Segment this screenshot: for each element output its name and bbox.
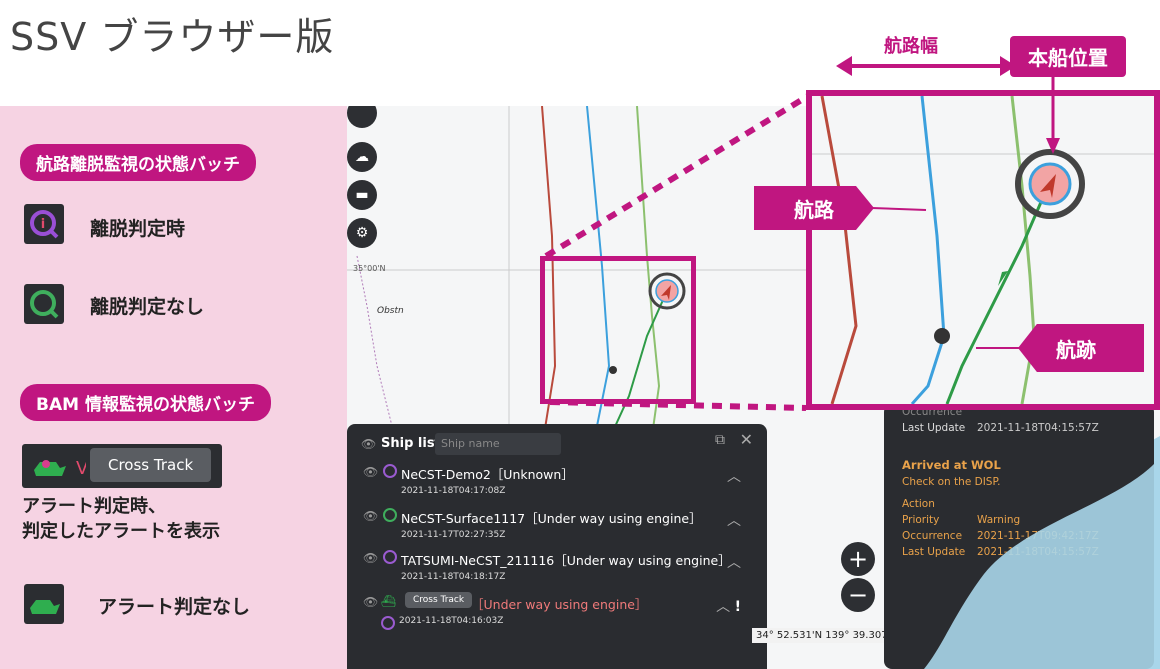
priority-label: Priority <box>902 514 940 526</box>
route-deviation-badge-label: 航路離脱監視の状態バッチ <box>20 144 256 181</box>
alert-detected-line2: 判定したアラートを表示 <box>22 521 220 542</box>
deviation-detected-icon: i <box>24 204 64 244</box>
popout-icon[interactable]: ⧉ <box>715 432 725 448</box>
alert-title: Arrived at WOL <box>902 458 1001 472</box>
coordinate-readout: 34° 52.531'N 139° 39.307'E <box>752 628 901 643</box>
zoom-source-frame <box>540 256 696 404</box>
route-width-label: 航路幅 <box>884 36 938 57</box>
track-pointer <box>976 347 1020 349</box>
svg-text:V: V <box>76 458 86 479</box>
ship-name: TATSUMI-NeCST_211116［Under way using eng… <box>401 553 731 568</box>
zoom-in-button[interactable]: + <box>841 542 875 576</box>
route-pointer <box>872 207 927 211</box>
weather-button[interactable]: ☁ <box>347 142 377 172</box>
no-deviation-label: 離脱判定なし <box>90 296 205 318</box>
deviation-search-icon <box>381 616 395 630</box>
no-deviation-search-icon <box>383 508 397 522</box>
ship-search-input[interactable]: Ship name <box>435 433 561 455</box>
route-callout: 航路 <box>754 186 874 230</box>
deviation-detected-label: 離脱判定時 <box>90 218 186 240</box>
eye-icon[interactable]: 👁 <box>363 551 379 565</box>
cross-track-tooltip: Cross Track <box>405 592 473 608</box>
ship-time: 2021-11-18T04:17:08Z <box>401 486 506 496</box>
list-item[interactable]: 👁 NeCST-Demo2［Unknown］ 2021-11-18T04:17:… <box>359 464 759 504</box>
deviation-search-icon <box>383 464 397 478</box>
no-alert-ship-icon <box>24 584 64 624</box>
track-callout: 航跡 <box>1018 324 1144 372</box>
chevron-up-icon[interactable]: ︿ <box>727 513 741 529</box>
last-update-value: 2021-11-18T04:15:57Z <box>977 422 1099 434</box>
alert-message: Check on the DISP. <box>902 476 1001 488</box>
last-update-label: Last Update <box>902 422 966 434</box>
ship-name: NeCST-Surface1117［Under way using engine… <box>401 511 702 526</box>
action-label: Action <box>902 498 935 510</box>
own-ship-position-callout: 本船位置 <box>1010 36 1126 77</box>
deviation-search-icon <box>383 550 397 564</box>
eye-icon[interactable]: 👁 <box>363 595 379 609</box>
no-alert-label: アラート判定なし <box>98 596 251 618</box>
alert-detail-panel: Occurrence Last Update 2021-11-18T04:15:… <box>884 404 1154 669</box>
last-update-label: Last Update <box>902 546 966 558</box>
zoom-out-button[interactable]: − <box>841 578 875 612</box>
eye-icon[interactable]: 👁 <box>363 465 379 479</box>
ship-list-panel: 👁 Ship list Ship name ⧉ ✕ 👁 NeCST-Demo2［… <box>347 424 767 669</box>
list-item[interactable]: 👁 NeCST-Surface1117［Under way using engi… <box>359 508 759 548</box>
eye-icon[interactable]: 👁 <box>363 509 379 523</box>
eye-icon[interactable]: 👁 <box>361 437 377 451</box>
obstn-label: Obstn <box>377 306 404 316</box>
page-title: SSV ブラウザー版 <box>10 15 335 59</box>
route-width-arrow <box>836 56 1016 76</box>
zoom-connector <box>544 93 810 411</box>
no-deviation-icon <box>24 284 64 324</box>
settings-button[interactable]: ⚙ <box>347 218 377 248</box>
chevron-up-icon[interactable]: ︿ <box>727 555 741 571</box>
grid-label: 35°00'N <box>353 264 386 273</box>
bam-badge-label: BAM 情報監視の状態バッチ <box>20 384 271 421</box>
ship-name: ［Under way using engine］ <box>471 597 648 612</box>
chevron-up-icon[interactable]: ︿ ! <box>716 599 741 615</box>
priority-value: Warning <box>977 514 1021 526</box>
svg-text:i: i <box>41 217 45 232</box>
close-icon[interactable]: ✕ <box>739 430 753 449</box>
alert-detected-line1: アラート判定時、 <box>22 496 166 517</box>
cross-track-tooltip: Cross Track <box>90 448 212 482</box>
ruler-button[interactable]: ▬ <box>347 180 377 210</box>
map-layer-button[interactable] <box>347 106 377 128</box>
list-item[interactable]: 👁 TATSUMI-NeCST_211116［Under way using e… <box>359 550 759 590</box>
ship-time: 2021-11-18T04:18:17Z <box>401 572 506 582</box>
occurrence-label: Occurrence <box>902 530 963 542</box>
ship-alert-icon: ⛴ <box>381 594 397 608</box>
ship-time: 2021-11-18T04:16:03Z <box>399 616 504 626</box>
ship-name: NeCST-Demo2［Unknown］ <box>401 467 574 482</box>
list-item[interactable]: 👁 ⛴ Cross Track ［Under way using engine］… <box>359 592 759 634</box>
ship-list-title: Ship list <box>381 436 441 451</box>
chevron-up-icon[interactable]: ︿ <box>727 469 741 485</box>
legend-panel: 航路離脱監視の状態バッチ i 離脱判定時 離脱判定なし BAM 情報監視の状態バ… <box>0 106 347 669</box>
ship-time: 2021-11-17T02:27:35Z <box>401 530 506 540</box>
alert-detected-sample: V Cross Track <box>22 444 222 488</box>
own-ship-pointer <box>1046 74 1060 154</box>
